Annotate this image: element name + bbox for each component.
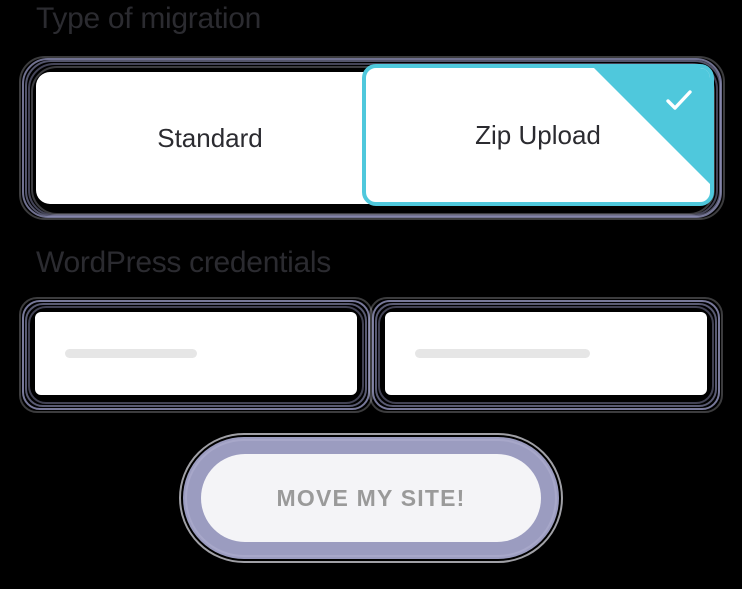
submit-button-outer-outline [179,433,563,563]
username-field[interactable] [35,312,357,395]
credentials-field-password-wrapper [369,297,723,413]
migration-option-standard[interactable]: Standard [36,72,384,204]
section-heading-wordpress-credentials: WordPress credentials [36,246,331,279]
migration-option-standard-label: Standard [157,123,263,153]
migration-type-toggle-group: Standard Zip Upload [19,56,725,220]
migration-option-zip-upload[interactable]: Zip Upload [362,64,714,206]
password-field[interactable] [385,312,707,395]
submit-button-inner-outline [185,439,557,557]
move-my-site-button[interactable]: MOVE MY SITE! [201,454,541,542]
check-icon [662,84,696,118]
move-my-site-button-label: MOVE MY SITE! [276,484,466,511]
credentials-field-username-wrapper [19,297,373,413]
migration-option-zip-upload-label: Zip Upload [475,120,601,150]
submit-button-wrapper: MOVE MY SITE! [179,433,563,563]
section-heading-type-of-migration: Type of migration [36,2,262,35]
username-placeholder-bar [65,349,197,358]
password-placeholder-bar [415,349,590,358]
